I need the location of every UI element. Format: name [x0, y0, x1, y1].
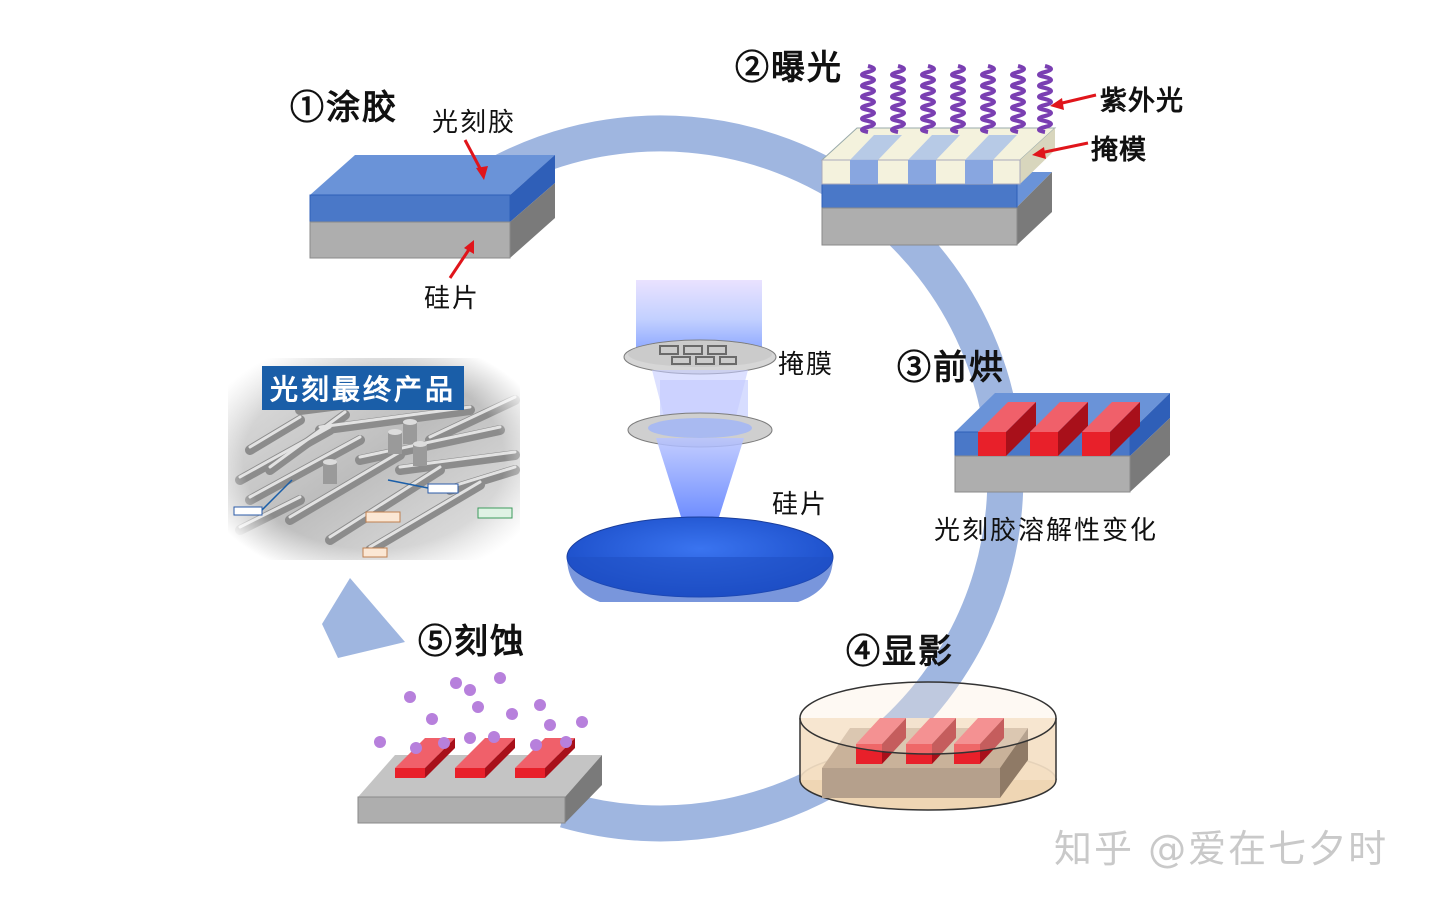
coat-block	[309, 155, 555, 259]
uv-wave	[950, 64, 966, 134]
plasma-particle	[506, 708, 518, 720]
optics-center	[566, 280, 834, 602]
plasma-particle	[464, 684, 476, 696]
plasma-particle	[560, 736, 572, 748]
step-etch-label: ⑤刻蚀	[418, 622, 526, 662]
exposed-resist-bar	[1030, 402, 1088, 456]
plasma-particles	[374, 672, 588, 754]
uv-wave	[890, 64, 906, 134]
watermark: 知乎 @爱在七夕时	[1054, 827, 1389, 871]
plasma-particle	[464, 732, 476, 744]
step-develop-label: ④显影	[846, 632, 954, 672]
center-mask-label: 掩膜	[778, 350, 835, 380]
develop-dish	[799, 681, 1057, 811]
final-product-banner: 光刻最终产品	[262, 366, 465, 410]
uv-wave	[860, 64, 876, 134]
plasma-particle	[404, 691, 416, 703]
exposed-resist-bar	[455, 738, 515, 778]
expose-pointers	[1032, 93, 1097, 159]
uv-wave	[1010, 64, 1026, 134]
step-prebake-label: ③前烘	[897, 348, 1005, 388]
mask-label: 掩模	[1091, 135, 1147, 166]
uv-wave	[920, 64, 936, 134]
exposed-resist-bar	[1082, 402, 1140, 456]
plasma-particle	[576, 716, 588, 728]
mask-pattern	[659, 345, 737, 365]
plasma-particle	[426, 713, 438, 725]
step-expose-label: ②曝光	[735, 48, 843, 88]
plasma-particle	[438, 737, 450, 749]
expose-block	[820, 127, 1057, 246]
uv-light-waves	[860, 64, 1053, 134]
photoresist-label: 光刻胶	[432, 108, 517, 138]
prebake-block	[954, 393, 1170, 493]
plasma-particle	[544, 719, 556, 731]
exposed-resist-bar	[954, 718, 1004, 764]
plasma-particle	[374, 736, 386, 748]
plasma-particle	[450, 677, 462, 689]
center-wafer-label: 硅片	[772, 490, 829, 520]
focus-cone	[656, 438, 744, 558]
cycle-arrowhead	[322, 578, 405, 658]
silicon-wafer-label: 硅片	[424, 284, 481, 314]
exposed-resist-bar	[978, 402, 1036, 456]
plasma-particle	[488, 731, 500, 743]
resist-change-label: 光刻胶溶解性变化	[934, 516, 1159, 546]
uv-wave	[980, 64, 996, 134]
uv-light-label: 紫外光	[1100, 86, 1184, 117]
plasma-particle	[494, 672, 506, 684]
plasma-particle	[534, 699, 546, 711]
etch-block	[357, 672, 602, 824]
uv-wave	[1037, 64, 1053, 134]
coat-pointers	[448, 139, 488, 279]
plasma-particle	[410, 742, 422, 754]
step-coat-label: ①涂胶	[290, 88, 398, 128]
plasma-particle	[472, 701, 484, 713]
exposed-resist-bar	[515, 738, 575, 778]
plasma-particle	[530, 739, 542, 751]
